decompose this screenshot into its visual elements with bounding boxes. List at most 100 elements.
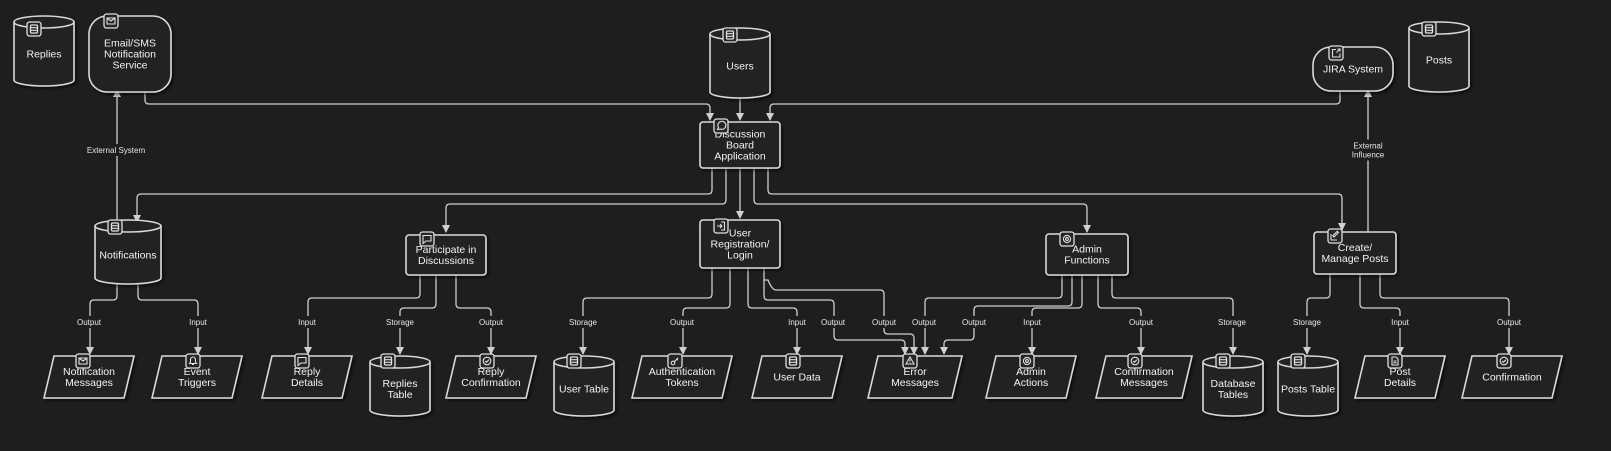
node-post-details-label: Post — [1389, 366, 1410, 378]
node-admin-functions-label: Admin — [1072, 244, 1102, 256]
connector-21 — [921, 275, 1063, 355]
edit-icon — [1327, 228, 1343, 244]
node-confirmation-messages-shape — [1094, 355, 1194, 399]
edge-label-text: Output — [872, 318, 897, 327]
key-icon — [667, 353, 683, 369]
node-posts-table: Posts Table — [1277, 353, 1339, 417]
node-create-posts: Create/Manage Posts — [1313, 228, 1397, 275]
edge-label-admin-output-error2: Output — [957, 316, 991, 328]
node-participate-label: Discussions — [418, 255, 474, 267]
gear-icon — [1019, 353, 1035, 369]
edge-label-text: External System — [87, 146, 146, 155]
node-error-messages-shape — [866, 355, 964, 399]
document-icon — [1387, 353, 1403, 369]
node-admin-actions-label: Admin — [1016, 366, 1046, 378]
edge-label-notif-output: Output — [72, 316, 106, 328]
gear-icon — [1059, 231, 1075, 247]
database-icon — [785, 353, 801, 369]
database-icon — [722, 27, 738, 43]
node-auth-tokens-shape — [630, 355, 734, 399]
warning-icon — [902, 353, 918, 369]
edge-label-posts-input: Input — [1385, 316, 1415, 328]
node-jira-label: JIRA System — [1323, 64, 1383, 76]
node-discussion-board-label: Application — [714, 151, 766, 163]
node-user-data-label: User Data — [773, 372, 820, 384]
database-icon — [26, 21, 42, 37]
connector-10 — [767, 168, 1346, 231]
connector-9 — [753, 168, 1091, 233]
comment-icon — [294, 353, 310, 369]
connector-28 — [1379, 274, 1513, 355]
edge-label-text: Output — [479, 318, 504, 327]
node-confirmation-shape — [1460, 355, 1564, 399]
edge-label-text: Storage — [1218, 318, 1247, 327]
node-confirmation-messages-label: Confirmation — [1114, 366, 1174, 378]
edge-label-text: Input — [189, 318, 208, 327]
node-user-table: User Table — [553, 353, 615, 417]
node-notifications-label: Notifications — [99, 250, 156, 262]
node-email-sms-label: Service — [112, 60, 147, 72]
node-reply-confirmation-label: Reply — [478, 366, 506, 378]
connector-6 — [133, 168, 713, 223]
node-replies-store: Replies — [13, 15, 75, 87]
node-jira: JIRA System — [1312, 45, 1394, 92]
login-icon — [713, 218, 729, 234]
node-replies-table-label: Table — [387, 389, 412, 401]
node-replies-store-label: Replies — [26, 49, 61, 61]
node-reply-details-shape — [260, 355, 354, 399]
edge-label-reg-input: Input — [782, 316, 812, 328]
edge-label-reg-storage: Storage — [563, 316, 603, 328]
edge-label-text: External — [1353, 142, 1383, 151]
node-registration-label: User — [729, 228, 752, 240]
edge-label-text: Output — [1129, 318, 1154, 327]
edge-label-text: Input — [1023, 318, 1042, 327]
edge-label-part-storage: Storage — [380, 316, 420, 328]
node-database-tables-label: Tables — [1218, 389, 1248, 401]
node-user-data-shape — [750, 355, 844, 399]
node-auth-tokens-label: Authentication — [649, 366, 716, 378]
node-user-table-label: User Table — [559, 384, 609, 396]
edge-label-reg-output-error2: Output — [867, 316, 901, 328]
node-notification-messages-shape — [42, 355, 136, 399]
database-icon — [1290, 353, 1306, 369]
edge-label-text: Output — [77, 318, 102, 327]
edge-label-text: Output — [670, 318, 695, 327]
node-database-tables-label: Database — [1211, 378, 1256, 390]
edge-label-text: Output — [821, 318, 846, 327]
connector-27 — [1359, 274, 1404, 355]
node-reply-details-label: Details — [291, 377, 323, 389]
node-notification-messages-label: Messages — [65, 377, 113, 389]
node-user-data: User Data — [750, 353, 844, 399]
node-confirmation: Confirmation — [1460, 353, 1564, 399]
edge-label-text: Storage — [569, 318, 598, 327]
node-email-sms-shape — [88, 15, 172, 93]
node-email-sms-label: Notification — [104, 49, 156, 61]
node-notifications: Notifications — [94, 219, 162, 285]
node-replies-table-label: Replies — [382, 378, 417, 390]
edge-label-posts-output: Output — [1492, 316, 1526, 328]
node-event-triggers-shape — [150, 355, 244, 399]
node-posts-store-label: Posts — [1426, 55, 1452, 67]
edge-label-text: Storage — [1293, 318, 1322, 327]
database-icon — [1421, 21, 1437, 37]
node-reply-details-label: Reply — [294, 366, 322, 378]
edge-label-text: Influence — [1352, 151, 1385, 160]
connector-24 — [1097, 275, 1145, 355]
connector-16 — [579, 268, 713, 355]
edge-label-external-system: External System — [78, 144, 154, 156]
node-error-messages-label: Error — [903, 366, 927, 378]
node-admin-actions-label: Actions — [1014, 377, 1048, 389]
database-icon — [1215, 353, 1231, 369]
node-admin-actions-shape — [984, 355, 1078, 399]
node-event-triggers-label: Event — [184, 366, 211, 378]
external-link-icon — [1328, 45, 1344, 61]
